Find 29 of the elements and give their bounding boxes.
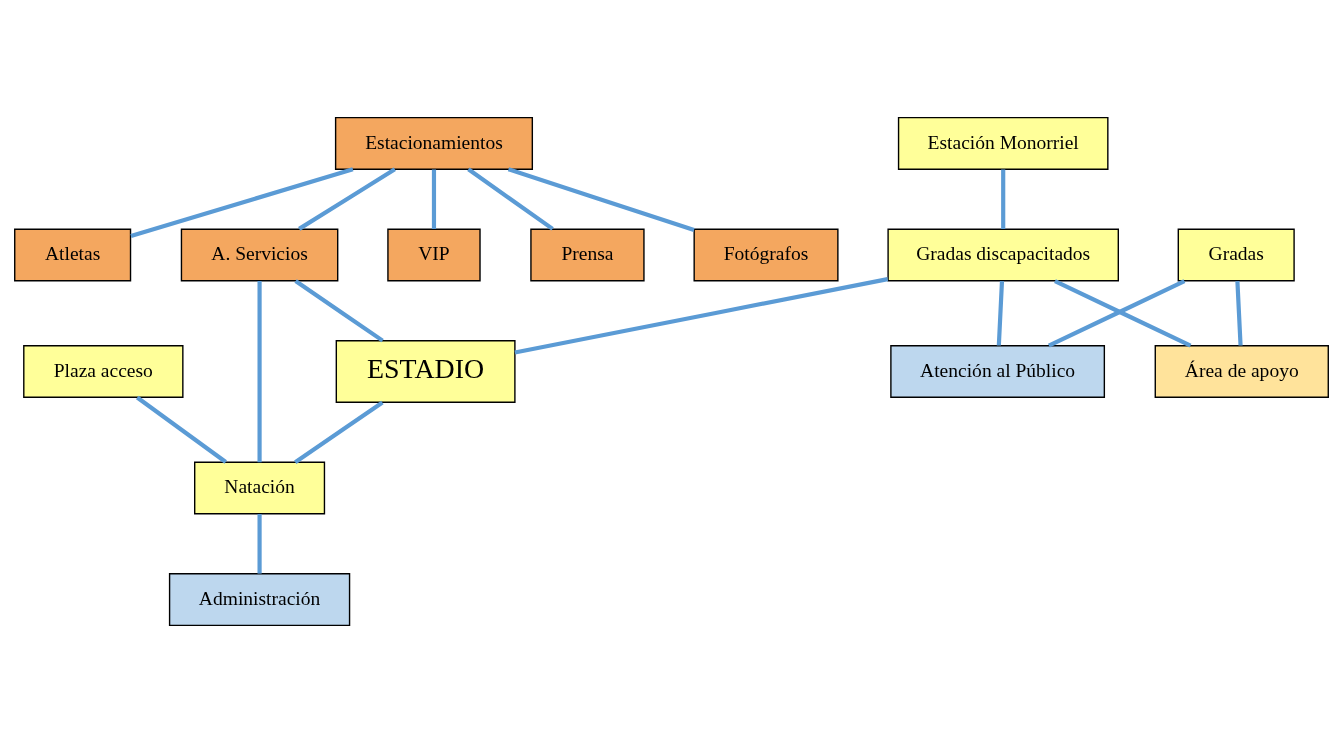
node-box: Plaza acceso [23,344,184,398]
connector [257,280,262,462]
node-box: Estación Monorriel [897,116,1109,170]
node-box: Gradas discapacitados [887,228,1119,281]
node-box: Atención al Público [890,344,1106,398]
node-box: Estacionamientos [334,116,534,170]
node-box: ESTADIO [335,339,516,403]
connector [257,513,262,574]
node-box: Prensa [530,228,645,281]
node-box: Fotógrafos [693,228,839,281]
connector [294,400,384,464]
node-box: A. Servicios [180,228,339,281]
connector [507,166,695,232]
connector [1001,169,1006,229]
connector [467,167,554,231]
node-box: Atletas [14,228,132,281]
node-box: Administración [168,572,351,626]
connector [431,169,437,229]
node-box: Gradas [1177,228,1295,281]
connector [996,280,1005,346]
connector [298,166,396,231]
node-box: Área de apoyo [1154,344,1329,398]
connector [514,276,889,355]
connector [294,278,384,342]
connector [1235,280,1243,346]
node-box: VIP [387,228,481,281]
connector [136,395,227,464]
connector [130,166,354,238]
node-box: Natación [194,461,326,514]
